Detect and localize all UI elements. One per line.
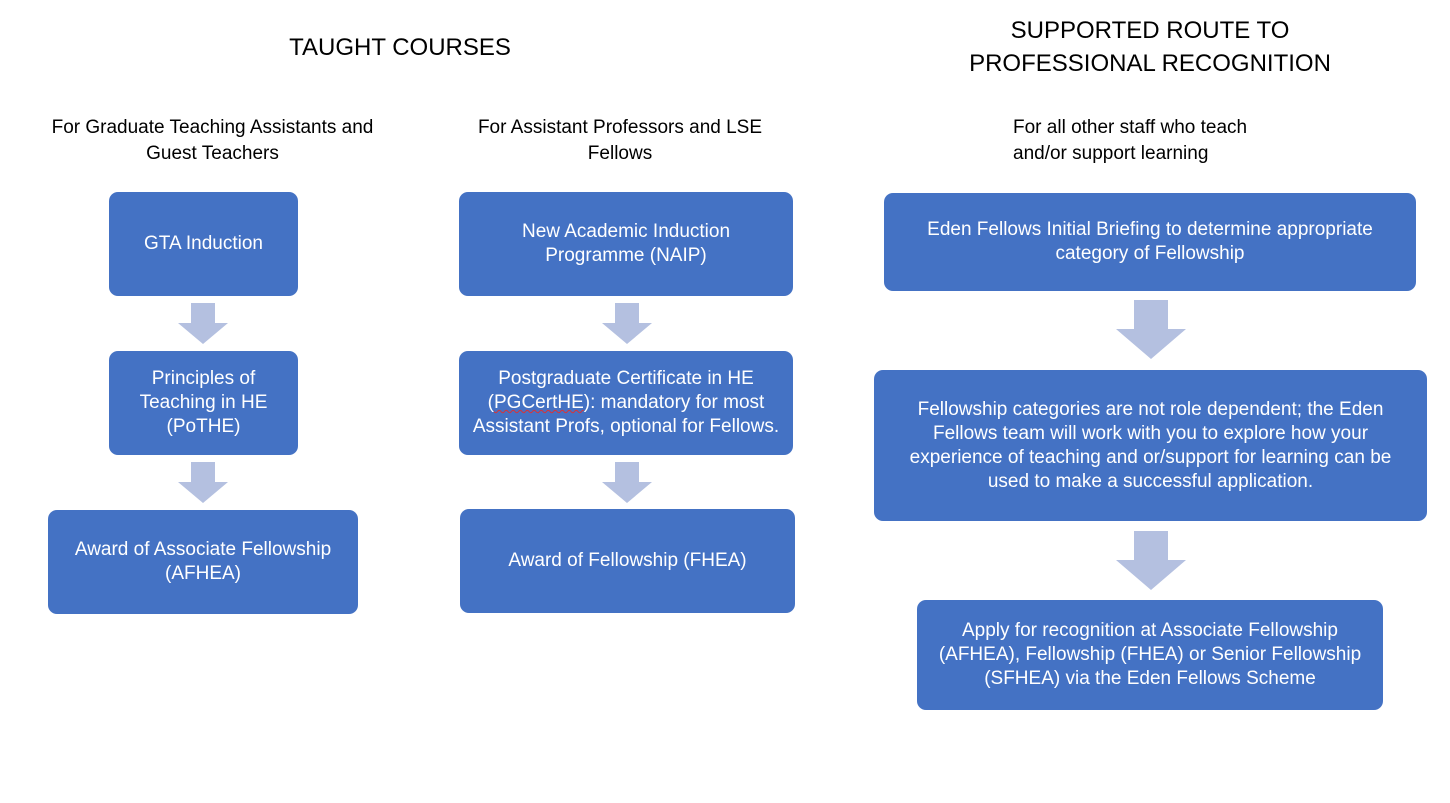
- pothe-step: Principles of Teaching in HE (PoTHE): [109, 351, 298, 455]
- supported-audience-label: For all other staff who teach and/or sup…: [1013, 117, 1248, 164]
- step-label-part: Postgraduate Certificate in HE (: [487, 368, 754, 413]
- pgcerthe-step: Postgraduate Certificate in HE (PGCertHE…: [459, 351, 793, 455]
- step-label: Award of Fellowship (FHEA): [508, 550, 747, 571]
- naip-step: New Academic Induction Programme (NAIP): [459, 192, 793, 296]
- step-label: Fellowship categories are not role depen…: [909, 398, 1392, 492]
- down-arrow-icon: [602, 462, 652, 503]
- fellowship-categories-step: Fellowship categories are not role depen…: [874, 370, 1427, 521]
- step-label: Award of Associate Fellowship (AFHEA): [74, 539, 332, 584]
- down-arrow-icon: [1116, 300, 1186, 359]
- supported-route-title: SUPPORTED ROUTE TO PROFESSIONAL RECOGNIT…: [969, 17, 1331, 77]
- ap-audience-label: For Assistant Professors and LSE Fellows: [477, 117, 763, 164]
- down-arrow-icon: [1116, 531, 1186, 590]
- eden-briefing-step: Eden Fellows Initial Briefing to determi…: [884, 193, 1416, 291]
- afhea-award-step: Award of Associate Fellowship (AFHEA): [48, 510, 358, 614]
- step-label: Postgraduate Certificate in HE (PGCertHE…: [467, 367, 785, 439]
- step-label: Apply for recognition at Associate Fello…: [938, 620, 1362, 689]
- down-arrow-icon: [602, 303, 652, 344]
- gta-audience-label: For Graduate Teaching Assistants and Gue…: [51, 117, 374, 164]
- down-arrow-icon: [178, 303, 228, 344]
- step-label: Principles of Teaching in HE (PoTHE): [139, 368, 268, 437]
- down-arrow-icon: [178, 462, 228, 503]
- step-label: Eden Fellows Initial Briefing to determi…: [927, 219, 1373, 264]
- step-label: New Academic Induction Programme (NAIP): [521, 221, 731, 266]
- apply-recognition-step: Apply for recognition at Associate Fello…: [917, 600, 1383, 710]
- taught-courses-title: TAUGHT COURSES: [289, 34, 511, 61]
- fhea-award-step: Award of Fellowship (FHEA): [460, 509, 795, 613]
- step-label-part: ): mandatory for most Assistant Profs, o…: [472, 392, 780, 437]
- spellcheck-word: PGCertHE: [494, 392, 584, 413]
- step-label: GTA Induction: [144, 233, 263, 254]
- gta-induction-step: GTA Induction: [109, 192, 298, 296]
